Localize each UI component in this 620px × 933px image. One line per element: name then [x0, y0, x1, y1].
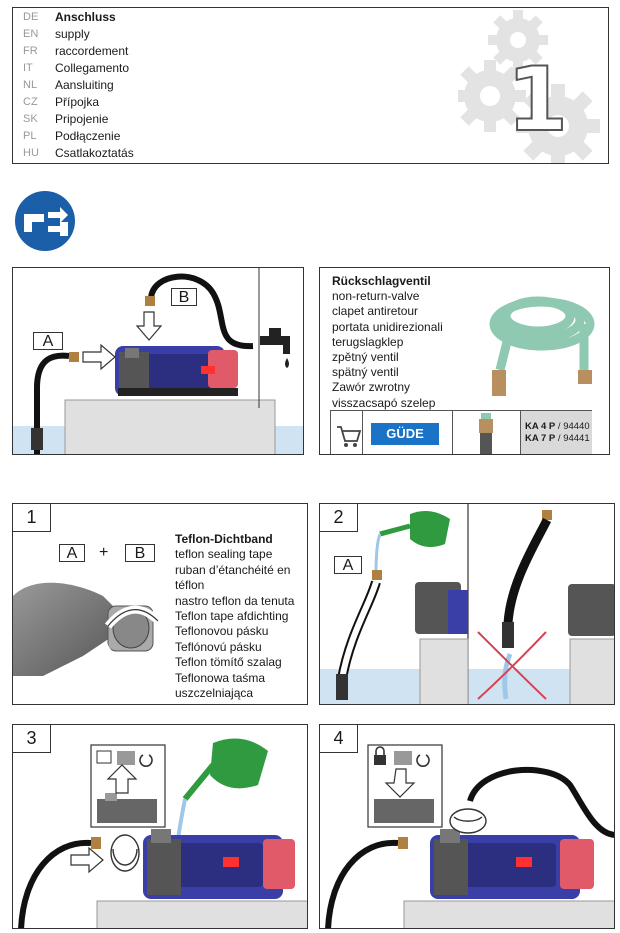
valve-translation: visszacsapó szelep — [332, 395, 436, 410]
gears-icon: 1 — [458, 8, 608, 163]
lang-text: supply — [55, 27, 90, 41]
valve-translation: non-return-valve — [332, 289, 420, 304]
teflon-translation: Teflonowa taśma — [175, 670, 266, 685]
valve-translation: clapet antiretour — [332, 304, 419, 319]
valve-image — [453, 411, 521, 454]
section-number: 1 — [506, 48, 569, 151]
lang-code: CZ — [23, 96, 38, 108]
code-1: / 94440 — [557, 421, 590, 432]
teflon-translation: Teflon tömítő szalag — [175, 655, 282, 670]
valve-title: Rückschlagventil — [332, 274, 431, 288]
teflon-translation: Teflon tape afdichting — [175, 609, 289, 624]
product-table: GÜDE KA 4 P / 94440 KA 7 P / 94441 — [330, 410, 592, 454]
valve-translations: Rückschlagventil non-return-valve clapet… — [332, 274, 443, 411]
close-cap-illustration — [325, 744, 614, 928]
valve-translation: terugslagklep — [332, 334, 404, 349]
step-3-panel: 3 — [12, 724, 308, 929]
overview-panel: B A — [12, 267, 304, 455]
cart-icon — [331, 411, 363, 454]
brand-name: GÜDE — [371, 423, 439, 445]
lang-code: DE — [23, 11, 39, 23]
lang-code: NL — [23, 79, 38, 91]
lang-code: FR — [23, 45, 38, 57]
label-a: A — [59, 544, 85, 562]
plus-sign: + — [99, 544, 109, 561]
step-1-panel: 1 A + B Teflon-Dichtband teflon sealing … — [12, 503, 308, 705]
model-1: KA 4 P — [525, 421, 556, 432]
lang-code: PL — [23, 130, 37, 142]
green-hose-image — [489, 296, 595, 396]
priming-illustration — [320, 504, 614, 704]
teflon-translation: uszczelniająca — [175, 686, 254, 701]
lang-text: Collegamento — [55, 61, 130, 75]
connect-hose-icon — [14, 190, 76, 252]
teflon-translation: Teflonovou pásku — [175, 624, 269, 639]
label-a: A — [33, 332, 63, 350]
lang-text: Anschluss — [55, 10, 116, 24]
lang-text: Csatlakoztatás — [55, 146, 134, 160]
teflon-translation: nastro teflon da tenuta — [175, 593, 295, 608]
step-2-panel: 2 A — [319, 503, 615, 705]
brand-logo: GÜDE — [363, 411, 453, 454]
teflon-translation: téflon — [175, 578, 205, 593]
fill-pump-illustration — [18, 738, 307, 928]
step-number: 4 — [320, 725, 358, 753]
teflon-translations: Teflon-Dichtband teflon sealing tape rub… — [175, 532, 294, 701]
non-return-valve-panel: Rückschlagventil non-return-valve clapet… — [319, 267, 610, 455]
code-2: / 94441 — [557, 433, 590, 444]
lang-text: raccordement — [55, 44, 129, 58]
step-number: 3 — [13, 725, 51, 753]
lang-text: Podłączenie — [55, 129, 121, 143]
pump-overview-illustration — [13, 268, 303, 454]
label-b: B — [125, 544, 155, 562]
lang-code: SK — [23, 113, 38, 125]
teflon-translation: teflon sealing tape — [175, 547, 273, 562]
step-number: 2 — [320, 504, 358, 532]
lang-code: EN — [23, 28, 39, 40]
model-2: KA 7 P — [525, 433, 556, 444]
lang-text: Přípojka — [55, 95, 100, 109]
lang-text: Aansluiting — [55, 78, 114, 92]
valve-translation: zpětný ventil — [332, 350, 399, 365]
language-header: DE Anschluss EN supply FR raccordement I… — [12, 7, 609, 164]
lang-code: HU — [23, 147, 39, 159]
teflon-translation: ruban d’étanchéité en — [175, 562, 291, 577]
valve-translation: spätný ventil — [332, 365, 399, 380]
label-b: B — [171, 288, 197, 306]
lang-text: Pripojenie — [55, 112, 109, 126]
teflon-translation: Teflónovú pásku — [175, 639, 262, 654]
valve-translation: Zawór zwrotny — [332, 380, 411, 395]
lang-code: IT — [23, 62, 33, 74]
step-4-panel: 4 — [319, 724, 615, 929]
product-codes: KA 4 P / 94440 KA 7 P / 94441 — [521, 411, 592, 454]
label-a: A — [334, 556, 362, 574]
valve-translation: portata unidirezionali — [332, 319, 443, 334]
step-number: 1 — [13, 504, 51, 532]
teflon-hand-image — [13, 582, 161, 676]
teflon-title: Teflon-Dichtband — [175, 532, 273, 546]
